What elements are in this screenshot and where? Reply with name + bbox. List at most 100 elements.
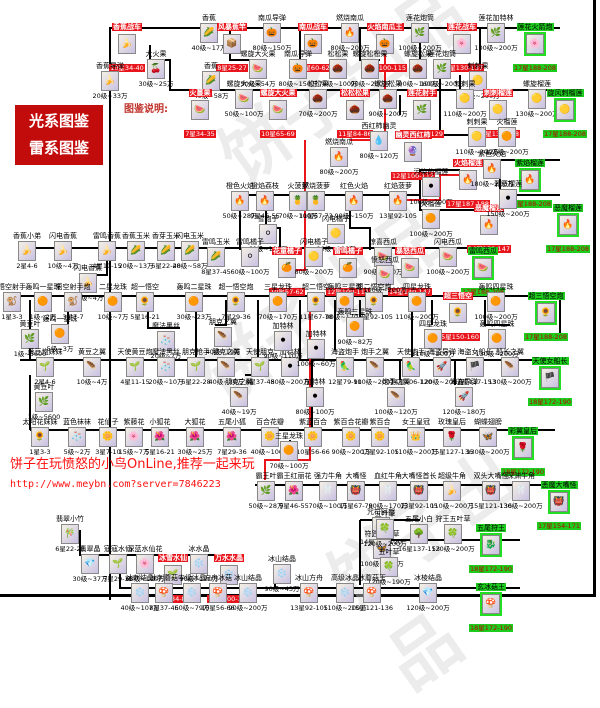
- tree-node[interactable]: 香蕉导弹🍌20级~33万: [80, 62, 140, 100]
- tree-node[interactable]: 天使黄豆炮🌱4星11-15: [105, 348, 165, 386]
- tree-node[interactable]: 黄豆之翼🪶10级~4万: [62, 348, 122, 386]
- tree-node[interactable]: 螺旋松果🌰90级~200万: [358, 80, 418, 118]
- tree-node[interactable]: 加特林⚫80级~200万: [260, 348, 320, 386]
- tree-node[interactable]: 大嘴怪👹11星67-78: [326, 472, 386, 510]
- tree-node[interactable]: 冰棱结晶💎120级~200万: [398, 574, 458, 612]
- tree-node[interactable]: 天使女船长🏴18星172-190: [520, 348, 580, 408]
- tree-node[interactable]: 魔法黑丝🧦20级~10万: [136, 348, 196, 386]
- tree-node[interactable]: 刺刺果🟡110级~200万: [435, 80, 495, 118]
- tree-node[interactable]: 四星龙珠🟠110级~200万: [387, 283, 447, 321]
- tree-node[interactable]: 朋克之翼🪶40级~19万: [209, 378, 269, 416]
- tree-node[interactable]: 螺旋榴莲🟡130级~200万: [507, 80, 567, 118]
- tree-node[interactable]: 加特林⚫80级~100万: [285, 378, 345, 416]
- tree-node[interactable]: 紫藤花🌸15级~7万: [104, 418, 164, 456]
- tree-node[interactable]: 愤怒西瓜🍉100级~200万: [355, 256, 415, 294]
- tree-node[interactable]: 双头大嘴怪👹15星121-136: [461, 472, 521, 510]
- tree-node[interactable]: 海盗炮手🦜12星79-91: [315, 348, 375, 386]
- tree-node[interactable]: 蝴蝶翅膀🦋130级~200万: [458, 418, 518, 456]
- tree-node[interactable]: 强力牛角🦷70级~100万: [298, 472, 358, 510]
- tree-node[interactable]: 悟空射手炮🐒3星7-7: [43, 283, 103, 321]
- tree-node[interactable]: 莲花炮筒🌿100级~200万: [390, 14, 450, 52]
- tree-node[interactable]: 香蕉玉米🌽20级~13万: [106, 232, 166, 270]
- tree-node[interactable]: 香蕉战车🍌10星34-40: [97, 14, 157, 74]
- tree-node[interactable]: 火榴莲🟠120级~200万: [477, 118, 537, 156]
- tree-node[interactable]: 三星龙珠🟠70级~100万: [259, 432, 319, 470]
- tree-node[interactable]: 朋克之翼🪶40级~19万: [193, 318, 253, 356]
- tree-node[interactable]: 女王皇冠👑110级~200万: [386, 418, 446, 456]
- tree-node[interactable]: 狩王五叶草🍀120级~200万: [423, 515, 483, 553]
- tree-node[interactable]: 轰鸣三星珠🟠90级~170万: [315, 283, 375, 321]
- tree-node[interactable]: 刺刺果🟡110级~200万: [448, 62, 508, 100]
- tree-node[interactable]: 风暴蕉竿📦8星25-27: [202, 14, 262, 74]
- tree-node[interactable]: 朋克之翼🪶40级~36万: [196, 348, 256, 386]
- tree-node[interactable]: 雷鸣西瓜🍉17星188-208: [453, 238, 513, 298]
- tree-node[interactable]: 海盗导弹🚀120级~200万: [412, 348, 472, 386]
- tree-node[interactable]: 霸王红丽花🌺9星46-55: [264, 472, 324, 510]
- tree-node[interactable]: 螺旋大火果🍉10星65-69: [248, 80, 308, 140]
- tree-node[interactable]: 深蓝水仙花🌸60级~100万: [115, 545, 175, 583]
- tree-node[interactable]: 超级牛角🍌110级~200万: [422, 472, 482, 510]
- tree-node[interactable]: 超一悟空🌻5星16-21: [115, 283, 175, 321]
- tree-node[interactable]: 紫百合🌼13星92-105: [350, 418, 410, 456]
- tree-node[interactable]: 蓝色袜袜🧦5级~2万: [47, 418, 107, 456]
- tree-node[interactable]: 船长之翼🪶130级~200万: [480, 348, 540, 386]
- tree-node[interactable]: 黄豆叶🌿1级~5600: [0, 320, 60, 358]
- tree-node[interactable]: 紫色火焰🔥180级~200万: [462, 150, 522, 188]
- tree-node[interactable]: 翡翠晶💎30级~37万: [60, 545, 120, 583]
- tree-node[interactable]: 松松松果🌰11星84-86: [325, 80, 385, 140]
- tree-node[interactable]: 燃烧南瓜🔥80级~200万: [320, 14, 380, 52]
- tree-node[interactable]: 雷鸣香蕉🍌4星11-15: [77, 232, 137, 270]
- tree-node[interactable]: 五叶草🍀120级~190万: [359, 548, 419, 586]
- tree-node[interactable]: 超三悟空炮🌻17星188-208: [516, 283, 576, 343]
- tree-node[interactable]: 燃烧南瓜🔥80级~200万: [309, 138, 369, 176]
- tree-node[interactable]: 魔法黑丝🧦20级~7万: [136, 322, 196, 360]
- tree-node[interactable]: 螺旋大火果🍉50级~100万: [214, 80, 274, 118]
- tree-node[interactable]: 邪恶榴莲⚫150级~200万: [478, 180, 538, 218]
- tree-node[interactable]: 莲花战车🌸14星130-137: [432, 14, 492, 74]
- tree-node[interactable]: 悟空射手🐒1星3-3: [0, 283, 42, 321]
- tree-node[interactable]: 雷鸣橘子⚪60级~100万: [220, 238, 280, 276]
- tree-node[interactable]: 二星龙珠🟠10级~7万: [83, 283, 143, 321]
- tree-node[interactable]: 三星龙珠🟠70级~170万: [248, 283, 308, 321]
- tree-node[interactable]: 五叶草🍀120级~200万: [355, 510, 415, 548]
- tree-node[interactable]: 莲花火箭炮🌸17星188-208: [505, 14, 565, 74]
- tree-node[interactable]: 大嘴怪首长👹13星92-105: [389, 472, 449, 510]
- tree-node[interactable]: 西红柿幽灵💧80级~120万: [349, 122, 409, 160]
- tree-node[interactable]: 炮手之翼🪶100级~200万: [345, 348, 405, 386]
- tree-node[interactable]: 大狐花🌺30级~25万: [165, 418, 225, 456]
- tree-node[interactable]: 轰鸣二星珠🟠30级~23万: [164, 283, 224, 321]
- tree-node[interactable]: 黄豆叶🌿1级~5600: [14, 383, 74, 421]
- tree-node[interactable]: 轰鸣四星珠🟠100级~200万: [466, 283, 526, 321]
- tree-node[interactable]: 五尾小白🌳16星137-153: [389, 515, 449, 553]
- tree-node[interactable]: 螺旋大火果🍉50级~54万: [228, 50, 288, 88]
- tree-node[interactable]: 寇寇水仙🌱7星29-36: [88, 545, 148, 583]
- tree-node[interactable]: 冰蘑菇王🍄15星121-136: [342, 574, 402, 612]
- tree-node[interactable]: 南瓜导弹🎃80级~150万: [268, 50, 328, 88]
- tree-node[interactable]: 加特林⚫90级~110万: [253, 322, 313, 360]
- tree-node[interactable]: 轰鸣一星珠🟠5级~3万: [30, 315, 90, 353]
- tree-node[interactable]: 恶魔榴莲🔥17星188-208: [538, 195, 598, 255]
- tree-node[interactable]: 朋克枪手🌱6星22-28: [166, 348, 226, 386]
- tree-node[interactable]: 四星龙珠🟠110级~200万: [403, 320, 463, 358]
- tree-node[interactable]: 南瓜战车🎃10星60-62: [283, 14, 343, 74]
- tree-node[interactable]: 刺刺果🟡110级~200万: [447, 118, 507, 156]
- tree-node[interactable]: 闪电香蕉🍌10级~4万: [58, 264, 118, 302]
- tree-node[interactable]: 玫瑰皇后🌹15星127-136: [422, 418, 482, 456]
- tree-node[interactable]: 五尾小狐🌺7星29-36: [202, 418, 262, 456]
- tree-node[interactable]: 海盗导弹🚀120级~180万: [434, 378, 494, 416]
- tree-node[interactable]: 百合花瓣🌼40级~100万: [240, 418, 300, 456]
- tree-node[interactable]: 火菠萝🍍70级~100万: [268, 182, 328, 220]
- tree-node[interactable]: 恶魔大嘴怪👹17星154-171: [529, 472, 589, 532]
- tree-node[interactable]: 螺旋松果🌰90级~160万: [388, 50, 448, 88]
- tree-node[interactable]: 闪电橘子🟡80级~200万: [284, 238, 344, 276]
- tree-node[interactable]: 燃烧菠萝🍍11星67-73: [286, 182, 346, 220]
- tree-node[interactable]: 海盗女船长🏴16星137-153: [445, 348, 505, 386]
- tree-node[interactable]: 紫焰榴莲🔥17星188-208: [500, 150, 560, 210]
- tree-node[interactable]: 火蔓果🍉7星34-35: [170, 80, 230, 140]
- tree-node[interactable]: 轰鸣三星珠🟠90级~82万: [325, 308, 385, 346]
- tree-node[interactable]: 太阳花妹妹🌻1星3-3: [10, 418, 70, 456]
- tree-node[interactable]: 深渊牛角🦷130级~200万: [491, 472, 551, 510]
- tree-node[interactable]: 橙色火焰🔥50级~28万: [210, 182, 270, 220]
- tree-node[interactable]: 莲花炮筒🌿100级~200万: [412, 50, 472, 88]
- tree-node[interactable]: 火焰南瓜王🎃12星100-115: [355, 14, 415, 74]
